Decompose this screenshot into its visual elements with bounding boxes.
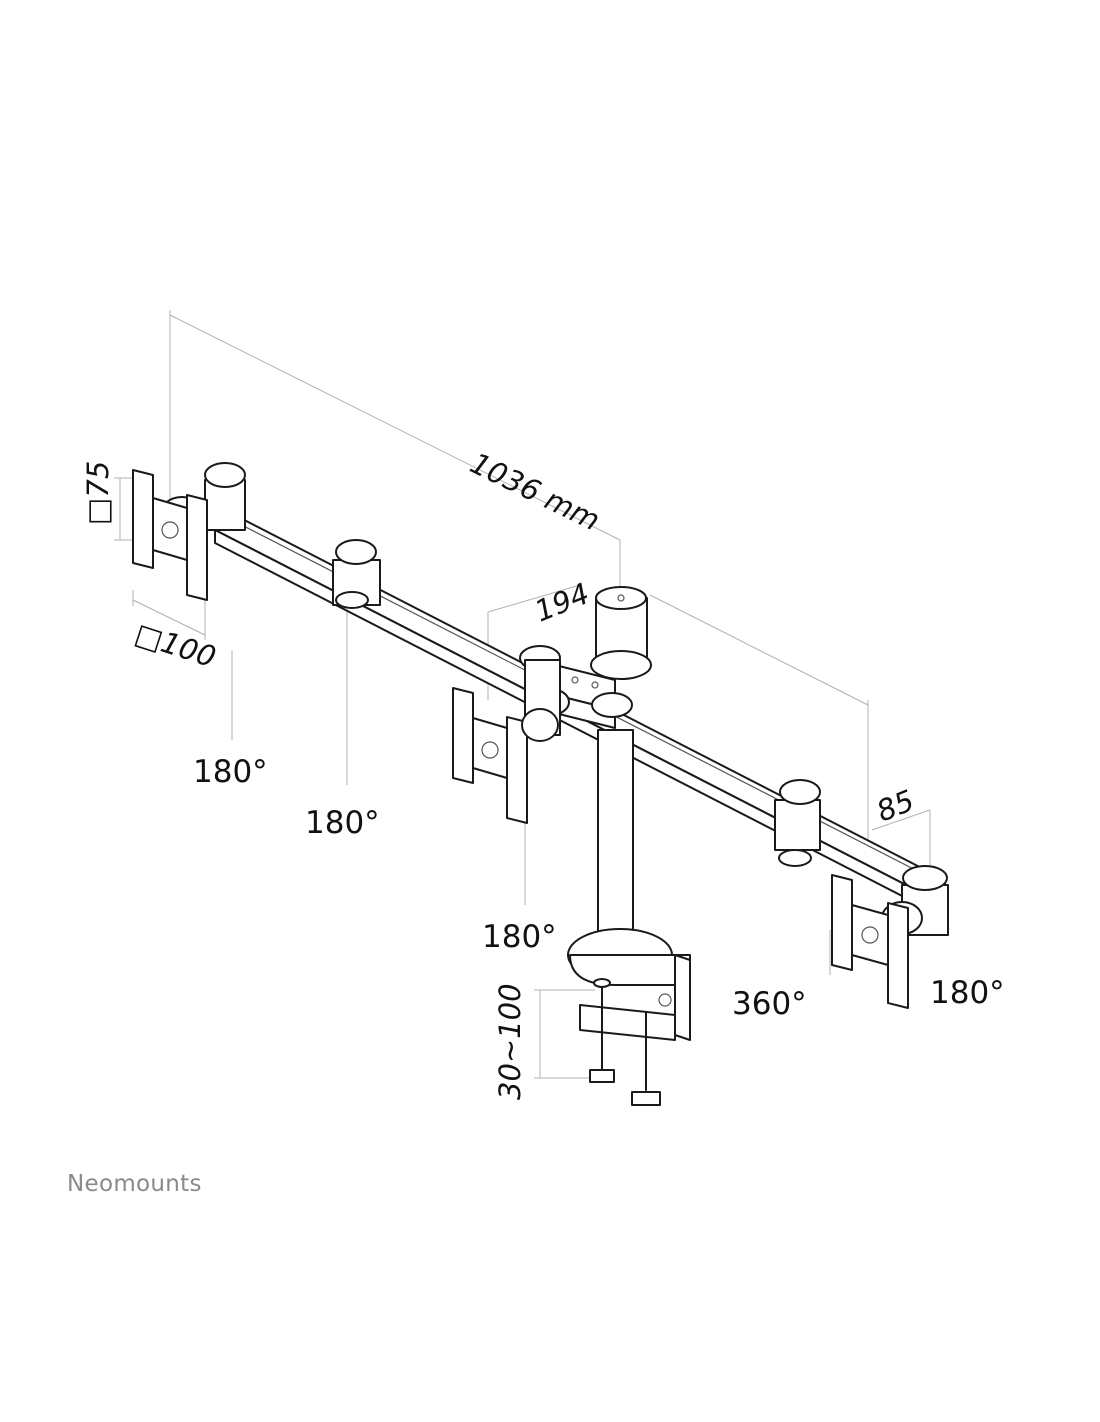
vesa-large-label: □100 <box>131 616 220 674</box>
arm-offset-label: 194 <box>530 576 594 628</box>
total-width-label: 1036 mm <box>465 446 605 538</box>
left-vesa-plate <box>132 469 208 601</box>
left-tilt-label: 180° <box>193 754 268 790</box>
bar-slider-left <box>332 539 381 609</box>
pole-rotation-label: 360° <box>732 986 807 1022</box>
bar-slider-right <box>774 779 821 867</box>
center-swivel-label: 180° <box>482 919 557 955</box>
dimension-lines <box>114 310 931 1079</box>
middle-vesa-plate <box>452 687 559 824</box>
left-swivel-label: 180° <box>305 805 380 841</box>
pole <box>590 586 652 966</box>
vesa-small-label: □75 <box>81 461 115 525</box>
clamp-range-label: 30~100 <box>493 983 527 1100</box>
brand-logo: Neomounts <box>67 1171 202 1197</box>
rotation-labels: 180° 180° 180° 360° 180° <box>193 754 1005 1022</box>
right-tilt-label: 180° <box>930 975 1005 1011</box>
depth-label: 85 <box>872 783 919 828</box>
right-vesa-plate <box>831 874 909 1009</box>
desk-clamp <box>567 928 691 1106</box>
